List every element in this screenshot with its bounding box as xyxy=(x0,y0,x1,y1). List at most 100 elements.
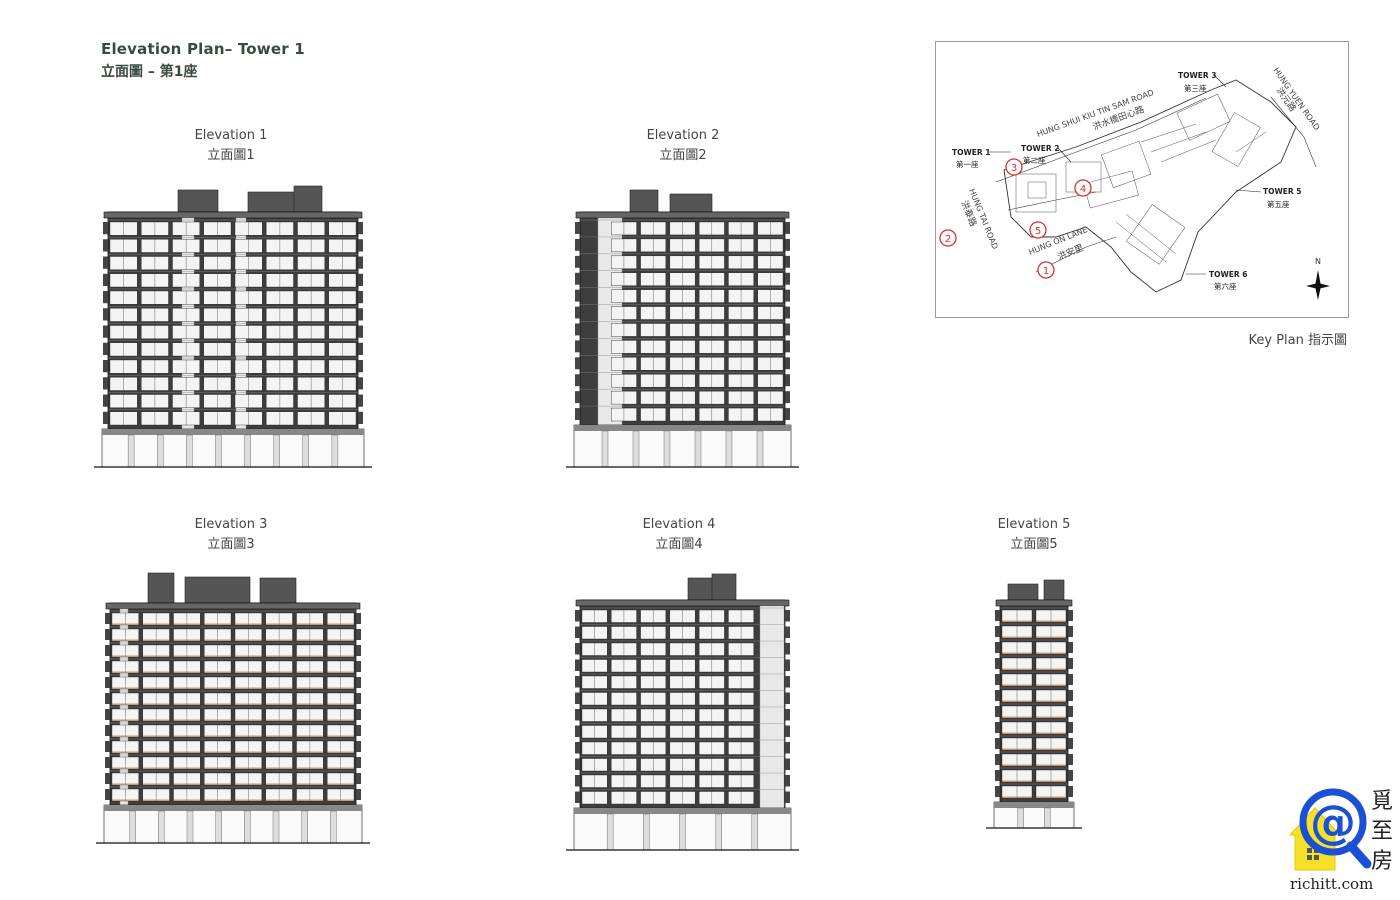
roof-structure xyxy=(1007,583,1039,601)
side-fin xyxy=(785,709,790,721)
side-fin xyxy=(575,725,580,737)
side-fin xyxy=(356,613,361,624)
side-fin xyxy=(785,255,790,268)
side-fin xyxy=(103,342,108,355)
roof-structure xyxy=(669,193,713,213)
site-detail xyxy=(1115,123,1267,263)
elevation-1-caption: Elevation 1 立面圖1 xyxy=(111,126,351,166)
side-fin xyxy=(785,791,790,803)
side-fin xyxy=(103,394,108,407)
tower-footprint xyxy=(1027,181,1047,199)
side-fin xyxy=(575,610,580,622)
podium-column xyxy=(302,434,309,468)
site-outline xyxy=(1003,79,1297,293)
side-fin xyxy=(575,659,580,671)
side-fin xyxy=(785,306,790,319)
roof-structure xyxy=(1043,579,1065,601)
side-fin xyxy=(358,273,363,286)
side-fin xyxy=(358,377,363,390)
roof-structure xyxy=(147,572,175,604)
side-fin xyxy=(785,391,790,404)
podium-column xyxy=(643,813,650,851)
elevation-2-label: Elevation 2 xyxy=(646,128,720,143)
side-fin xyxy=(785,238,790,251)
roof-structure xyxy=(293,185,323,213)
leader-line xyxy=(1213,74,1227,88)
side-fin xyxy=(575,791,580,803)
roof-structure xyxy=(259,577,297,604)
marker-label: 1 xyxy=(1043,266,1049,277)
podium xyxy=(101,428,365,468)
side-fin xyxy=(575,676,580,688)
key-plan-map: HUNG SHUI KIU TIN SAM ROAD 洪水橋田心路 HUNG Y… xyxy=(939,66,1330,300)
side-fin xyxy=(995,786,1000,797)
elevation-4-label: Elevation 4 xyxy=(642,517,716,532)
side-fin xyxy=(103,308,108,321)
side-fin xyxy=(358,291,363,304)
side-fin xyxy=(1068,738,1073,749)
side-fin xyxy=(103,360,108,373)
marker-label: 3 xyxy=(1011,163,1017,174)
side-fin xyxy=(785,610,790,622)
side-fin xyxy=(105,741,110,752)
side-fin xyxy=(1068,722,1073,733)
podium-column xyxy=(244,810,251,844)
side-fin xyxy=(105,773,110,784)
side-fin xyxy=(575,758,580,770)
parapet xyxy=(575,211,790,219)
side-fin xyxy=(995,706,1000,717)
tower-label: TOWER 5 xyxy=(1263,187,1302,196)
side-fin xyxy=(1068,786,1073,797)
north-arrow-icon: N xyxy=(1306,257,1330,300)
side-fin xyxy=(995,626,1000,637)
side-fin xyxy=(785,289,790,302)
marker-circle xyxy=(1005,158,1023,176)
parapet xyxy=(995,599,1073,607)
tower-footprint xyxy=(1211,112,1261,167)
side-fin xyxy=(575,340,580,353)
side-fin xyxy=(575,643,580,655)
tower-label: TOWER 2 xyxy=(1021,144,1060,153)
marker-label: 2 xyxy=(945,234,951,245)
elevation-1-label-zh: 立面圖1 xyxy=(207,148,255,163)
side-fin xyxy=(103,411,108,424)
side-fin xyxy=(995,610,1000,621)
logo-zh-char: 至 xyxy=(1371,819,1393,844)
podium-column xyxy=(127,434,135,468)
side-fin xyxy=(103,256,108,269)
side-fin xyxy=(575,289,580,302)
tower-label-zh: 第六座 xyxy=(1214,281,1237,291)
elevation-2-drawing xyxy=(566,189,799,468)
side-fin xyxy=(1068,770,1073,781)
side-fin xyxy=(995,658,1000,669)
tower-footprint xyxy=(1176,93,1231,141)
marker-circle xyxy=(1074,179,1092,197)
side-fin xyxy=(785,626,790,638)
side-fin xyxy=(356,773,361,784)
side-fin xyxy=(1068,610,1073,621)
podium-column xyxy=(694,430,702,468)
podium-column xyxy=(601,430,609,468)
side-fin xyxy=(358,411,363,424)
tower-label: TOWER 3 xyxy=(1178,71,1217,80)
road-edge xyxy=(1035,236,1117,273)
parapet xyxy=(105,602,361,610)
podium-band xyxy=(574,808,791,814)
podium-column xyxy=(606,813,614,851)
side-fin xyxy=(103,273,108,286)
side-fin xyxy=(356,789,361,800)
side-fin xyxy=(356,629,361,640)
side-fin xyxy=(575,357,580,370)
side-fin xyxy=(105,693,110,704)
logo-at-symbol: @ xyxy=(1310,795,1356,849)
side-fin xyxy=(785,222,790,234)
podium-column xyxy=(725,430,733,468)
side-fin xyxy=(575,272,580,285)
side-fin xyxy=(575,238,580,251)
side-fin xyxy=(785,643,790,655)
elevation-5-label-zh: 立面圖5 xyxy=(1010,537,1058,552)
marker-circle xyxy=(1029,221,1047,239)
podium-column xyxy=(215,434,222,468)
elevation-1-drawing xyxy=(94,185,372,468)
podium-column xyxy=(186,810,194,844)
